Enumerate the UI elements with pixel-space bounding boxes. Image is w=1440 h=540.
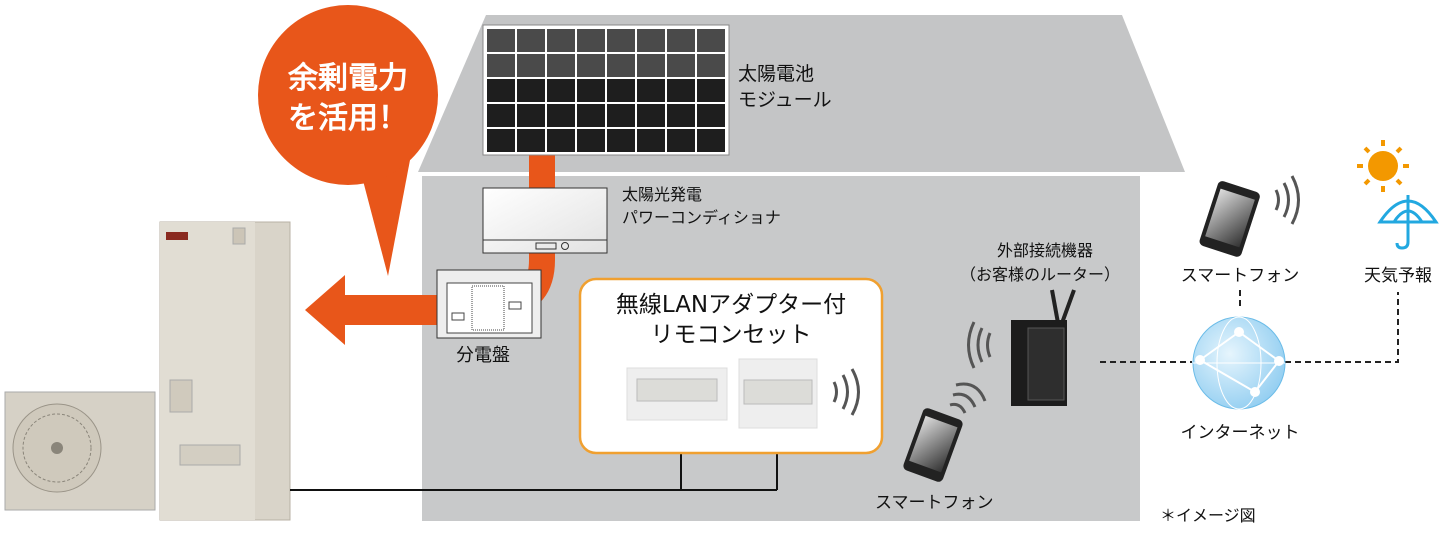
remote-set-label-2: リモコンセット <box>651 322 812 348</box>
bubble-text: 余剰電力 <box>287 61 408 96</box>
solar-cell <box>607 129 635 152</box>
solar-cell <box>637 29 665 52</box>
smartphone-outside-signal-icon <box>1274 175 1300 225</box>
router-signal-icon <box>967 321 992 369</box>
internet-label: インターネット <box>1181 423 1300 443</box>
outdoor-heat-pump-unit <box>4 391 156 511</box>
power-conditioner-label: 太陽光発電 <box>622 185 702 204</box>
weather-label: 天気予報 <box>1364 266 1432 286</box>
solar-cell <box>547 79 575 102</box>
smartphone-inside-signal-icon <box>949 382 987 414</box>
solar-cell <box>487 129 515 152</box>
solar-cell <box>517 29 545 52</box>
solar-cell <box>607 104 635 127</box>
solar-module-label-2: モジュール <box>738 89 832 111</box>
solar-cell <box>697 129 725 152</box>
solar-cell <box>487 54 515 77</box>
solar-cell <box>577 29 605 52</box>
smartphone-outside-icon <box>1199 181 1260 257</box>
power-conditioner <box>482 187 608 254</box>
solar-cell <box>667 104 695 127</box>
solar-module-label: 太陽電池 <box>738 63 814 85</box>
smartphone-inside-icon <box>903 408 963 482</box>
solar-cell <box>547 54 575 77</box>
network-connection-lines <box>1100 290 1399 363</box>
breaker-panel-label: 分電盤 <box>456 345 510 366</box>
router-icon <box>1011 289 1076 406</box>
solar-cell <box>667 29 695 52</box>
solar-cell <box>517 79 545 102</box>
sun-icon <box>1357 140 1409 192</box>
solar-cell <box>667 79 695 102</box>
solar-cell <box>697 29 725 52</box>
solar-cell <box>547 29 575 52</box>
remote-set-label: 無線LANアダプター付 <box>616 292 846 318</box>
surplus-power-bubble <box>258 5 438 276</box>
solar-cell <box>547 104 575 127</box>
solar-cell <box>517 104 545 127</box>
solar-cell <box>607 54 635 77</box>
remote-controller-kitchen <box>626 367 728 421</box>
solar-cell <box>577 104 605 127</box>
solar-cell <box>667 129 695 152</box>
image-note: ＊イメージ図 <box>1160 506 1256 525</box>
wireless-signal-icon <box>832 368 860 416</box>
solar-cell <box>637 79 665 102</box>
breaker-panel <box>436 269 542 339</box>
umbrella-icon <box>1377 195 1439 250</box>
hot-water-tank <box>159 221 291 521</box>
solar-cell <box>637 54 665 77</box>
solar-cell <box>607 79 635 102</box>
solar-cell <box>487 29 515 52</box>
remote-controller-bath <box>738 358 818 429</box>
solar-cell <box>637 129 665 152</box>
solar-cell <box>517 129 545 152</box>
solar-cell <box>697 54 725 77</box>
internet-globe-icon <box>1192 316 1286 410</box>
solar-cell <box>547 129 575 152</box>
solar-cell <box>577 129 605 152</box>
solar-cell <box>697 104 725 127</box>
solar-cell <box>487 79 515 102</box>
solar-cell <box>667 54 695 77</box>
power-conditioner-label-2: パワーコンディショナ <box>622 208 781 227</box>
bubble-text-2: を活用！ <box>288 101 408 136</box>
solar-cell <box>697 79 725 102</box>
solar-panel <box>482 24 730 156</box>
solar-cell <box>517 54 545 77</box>
router-label-2: （お客様のルーター） <box>960 265 1120 284</box>
solar-cell <box>577 79 605 102</box>
surplus-power-arrow-icon <box>305 275 440 345</box>
smartphone-outside-label: スマートフォン <box>1181 266 1300 286</box>
solar-cell <box>487 104 515 127</box>
router-label: 外部接続機器 <box>997 241 1093 260</box>
solar-cell <box>607 29 635 52</box>
smartphone-inside-label: スマートフォン <box>875 493 994 513</box>
solar-cell <box>637 104 665 127</box>
solar-cell <box>577 54 605 77</box>
